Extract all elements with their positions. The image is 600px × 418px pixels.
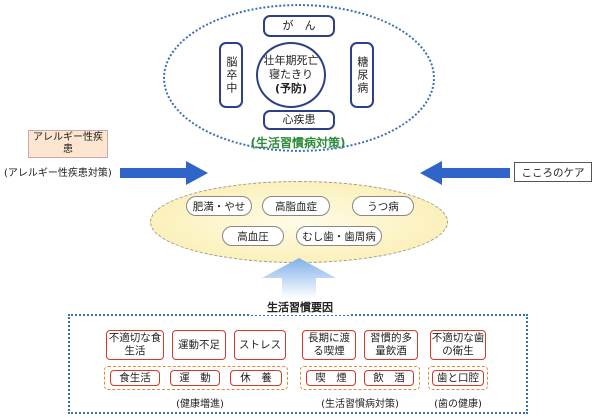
factor-heavy-drinking: 習慣的多量飲酒 (364, 330, 418, 360)
condition-pill-hypertension: 高血圧 (222, 226, 284, 246)
condition-label: むし歯・歯周病 (302, 230, 376, 243)
item-label: 歯と口腔 (437, 371, 479, 384)
allergy-box: アレルギー性疾患 (28, 130, 108, 158)
footer-health-promotion: (健康増進) (176, 399, 224, 410)
factor-label: 運動不足 (178, 338, 220, 351)
lifestyle-factors-title: 生活習慣要因 (250, 299, 350, 315)
stroke-box: 脳卒中 (219, 42, 243, 108)
condition-label: 肥満・やせ (192, 200, 246, 213)
center-line-1: 壮年期死亡 (263, 53, 319, 67)
diabetes-label: 糖尿病 (355, 55, 369, 95)
item-label: 運 動 (179, 371, 211, 384)
center-line-2: 寝たきり (269, 67, 313, 81)
item-exercise: 運 動 (170, 370, 220, 386)
item-diet: 食生活 (110, 370, 160, 386)
item-rest: 休 養 (230, 370, 282, 386)
item-drinking: 飲 酒 (364, 370, 414, 386)
factor-label: 習慣的多量飲酒 (370, 332, 412, 357)
footer-dental-health: (歯の健康) (434, 399, 482, 410)
factor-label: 長期に渡る喫煙 (308, 332, 350, 357)
prevention-circle: 壮年期死亡 寝たきり (予防) (256, 42, 326, 108)
mental-care-box: こころのケア (514, 162, 592, 182)
mental-care-title: こころのケア (521, 166, 585, 179)
condition-pill-hyperlipidemia: 高脂血症 (262, 196, 330, 216)
heart-disease-label: 心疾患 (282, 113, 316, 127)
cancer-box: が ん (263, 15, 335, 37)
footer-lifestyle-measures: (生活習慣病対策) (321, 399, 399, 410)
factor-stress: ストレス (234, 330, 286, 360)
lifestyle-factors-box (68, 314, 528, 414)
factor-poor-dental-hygiene: 不適切な歯の衛生 (430, 330, 486, 360)
condition-pill-depression: うつ病 (352, 196, 414, 216)
cancer-label: が ん (282, 19, 316, 33)
dental-health-group (428, 366, 488, 390)
lifestyle-disease-oval (163, 4, 435, 152)
item-smoking: 喫 煙 (306, 370, 356, 386)
factor-poor-diet: 不適切な食生活 (106, 330, 164, 360)
condition-label: うつ病 (367, 200, 399, 213)
stroke-label: 脳卒中 (224, 55, 238, 95)
condition-pill-obesity: 肥満・やせ (186, 196, 252, 216)
factor-label: ストレス (239, 338, 281, 351)
lifestyle-measures-title: (生活習慣病対策) (250, 136, 346, 150)
conditions-oval (150, 181, 448, 263)
heart-disease-box: 心疾患 (263, 110, 335, 130)
factor-label: 不適切な歯の衛生 (431, 332, 485, 357)
diabetes-box: 糖尿病 (350, 42, 374, 108)
lifestyle-measures-group (300, 366, 420, 390)
item-label: 喫 煙 (315, 371, 347, 384)
factor-label: 不適切な食生活 (108, 332, 162, 357)
allergy-caption: (アレルギー性疾患対策) (4, 168, 112, 179)
left-arrow (120, 161, 208, 185)
right-arrow (420, 161, 510, 185)
item-label: 飲 酒 (373, 371, 405, 384)
item-oral: 歯と口腔 (432, 370, 484, 386)
condition-label: 高血圧 (237, 230, 269, 243)
up-arrow (262, 258, 336, 298)
factor-long-term-smoking: 長期に渡る喫煙 (302, 330, 356, 360)
item-label: 食生活 (119, 371, 151, 384)
factor-lack-of-exercise: 運動不足 (172, 330, 226, 360)
condition-label: 高脂血症 (275, 200, 317, 213)
center-line-3: (予防) (274, 82, 308, 96)
health-promotion-group (104, 366, 288, 390)
item-label: 休 養 (240, 371, 272, 384)
allergy-title: アレルギー性疾患 (33, 132, 103, 155)
condition-pill-dental: むし歯・歯周病 (296, 226, 382, 246)
